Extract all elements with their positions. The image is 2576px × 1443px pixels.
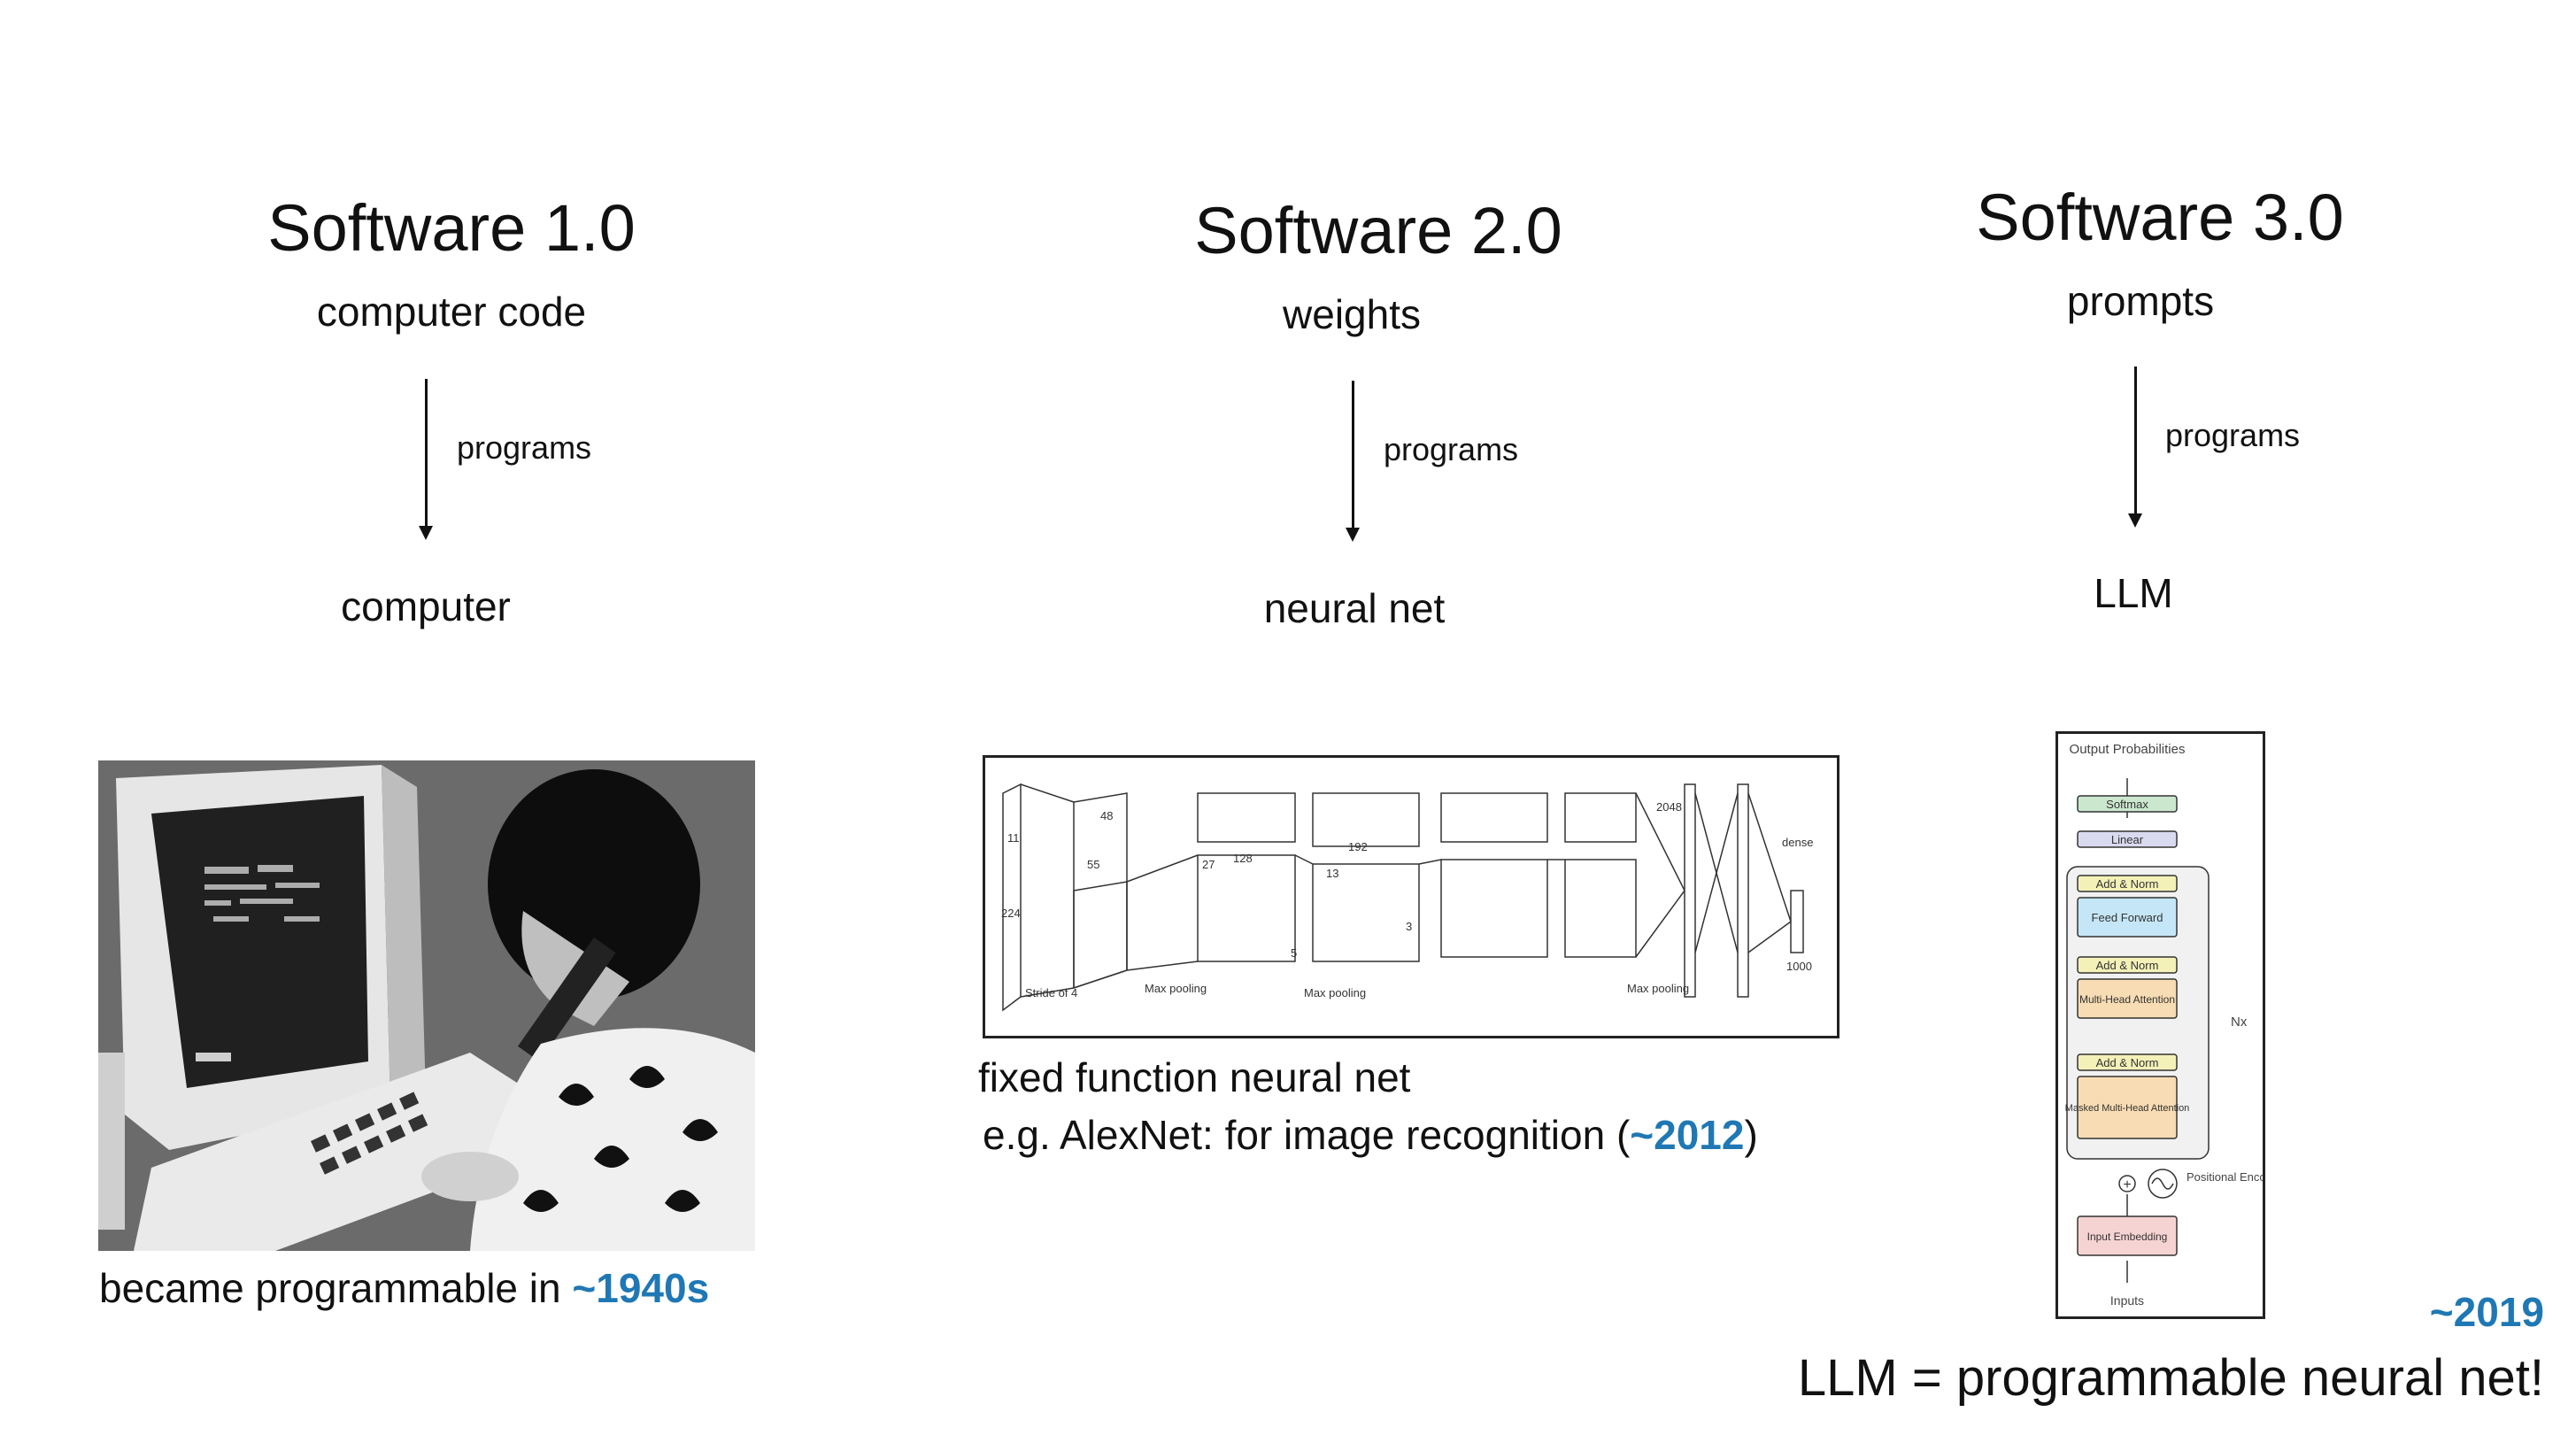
alexnet-label-11: 11 xyxy=(1007,831,1020,845)
alexnet-label-dense: dense xyxy=(1782,836,1813,849)
panel2-caption-year: ~2012 xyxy=(1630,1112,1745,1158)
transformer-masked-attention: Masked Multi-Head Attention xyxy=(2065,1103,2190,1114)
panel2-caption-line2-suffix: ) xyxy=(1744,1112,1758,1158)
alexnet-label-13: 13 xyxy=(1326,867,1338,880)
software-3-arrow xyxy=(2128,367,2142,528)
software-1-target: computer xyxy=(341,583,511,629)
alexnet-label-3: 3 xyxy=(1406,920,1412,933)
software-1-arrow xyxy=(419,379,433,540)
software-2-title: Software 2.0 xyxy=(1194,194,1562,267)
alexnet-label-stride: Stride of 4 xyxy=(1025,986,1077,999)
transformer-positional-encoding: Positional Encoding xyxy=(2187,1170,2263,1184)
transformer-diagram-svg: Output Probabilities Softmax Linear Add … xyxy=(2065,742,2288,1308)
transformer-add-norm-2: Add & Norm xyxy=(2096,959,2159,972)
transformer-add-norm-1: Add & Norm xyxy=(2096,877,2159,891)
panel1-caption-prefix: became programmable in xyxy=(99,1265,573,1311)
panel2-caption-line1: fixed function neural net xyxy=(978,1054,1411,1100)
alexnet-diagram: 224 11 55 48 Stride of 4 Max pooling 27 … xyxy=(983,755,1839,1038)
alexnet-label-48: 48 xyxy=(1100,809,1113,822)
software-2-target: neural net xyxy=(1263,585,1446,631)
software-1-edge-label: programs xyxy=(457,429,592,466)
software-1-subtitle: computer code xyxy=(316,289,587,335)
transformer-label-output-probabilities: Output Probabilities xyxy=(2070,742,2186,757)
software-2-arrow xyxy=(1346,381,1360,542)
plus-icon: + xyxy=(2123,1177,2131,1192)
software-1-title: Software 1.0 xyxy=(267,191,636,265)
transformer-multi-head-attention: Multi-Head Attention xyxy=(2079,993,2175,1006)
alexnet-diagram-svg: 224 11 55 48 Stride of 4 Max pooling 27 … xyxy=(1001,783,1813,1012)
alexnet-label-5: 5 xyxy=(1291,946,1297,960)
alexnet-label-192: 192 xyxy=(1348,840,1368,853)
panel2-caption-line2: e.g. AlexNet: for image recognition (~20… xyxy=(983,1111,1758,1159)
transformer-inputs-label: Inputs xyxy=(2110,1293,2144,1308)
transformer-feed-forward: Feed Forward xyxy=(2092,911,2163,924)
transformer-softmax-label: Softmax xyxy=(2106,798,2148,811)
alexnet-label-maxpool-2: Max pooling xyxy=(1304,986,1366,999)
alexnet-label-55: 55 xyxy=(1087,858,1099,871)
transformer-diagram: Output Probabilities Softmax Linear Add … xyxy=(2055,731,2288,1319)
alexnet-label-maxpool-3: Max pooling xyxy=(1627,982,1689,995)
alexnet-label-1000: 1000 xyxy=(1786,960,1812,973)
panel2-caption-line2-prefix: e.g. AlexNet: for image recognition ( xyxy=(983,1112,1631,1158)
transformer-add-norm-3: Add & Norm xyxy=(2096,1056,2159,1069)
software-3-title: Software 3.0 xyxy=(1976,181,2344,254)
vintage-terminal-photo xyxy=(98,760,755,1251)
transformer-linear-label: Linear xyxy=(2111,833,2144,846)
transformer-nx-label: Nx xyxy=(2231,1015,2248,1030)
alexnet-label-2048: 2048 xyxy=(1656,800,1682,814)
software-3-subtitle: prompts xyxy=(2066,278,2215,324)
alexnet-label-27: 27 xyxy=(1202,858,1215,871)
vintage-terminal-illustration xyxy=(98,760,755,1251)
software-3-edge-label: programs xyxy=(2165,417,2301,453)
software-2-edge-label: programs xyxy=(1384,431,1519,467)
panel1-caption-year: ~1940s xyxy=(572,1265,710,1311)
software-2-subtitle: weights xyxy=(1283,291,1421,337)
alexnet-label-maxpool-1: Max pooling xyxy=(1145,982,1207,995)
alexnet-label-128: 128 xyxy=(1233,852,1253,865)
panel1-caption: became programmable in ~1940s xyxy=(99,1264,709,1312)
panel3-caption: LLM = programmable neural net! xyxy=(1797,1349,2544,1407)
alexnet-label-224: 224 xyxy=(1001,907,1021,920)
software-3-target: LLM xyxy=(2094,570,2173,616)
transformer-input-embedding: Input Embedding xyxy=(2087,1231,2168,1243)
panel3-year: ~2019 xyxy=(2429,1289,2544,1335)
